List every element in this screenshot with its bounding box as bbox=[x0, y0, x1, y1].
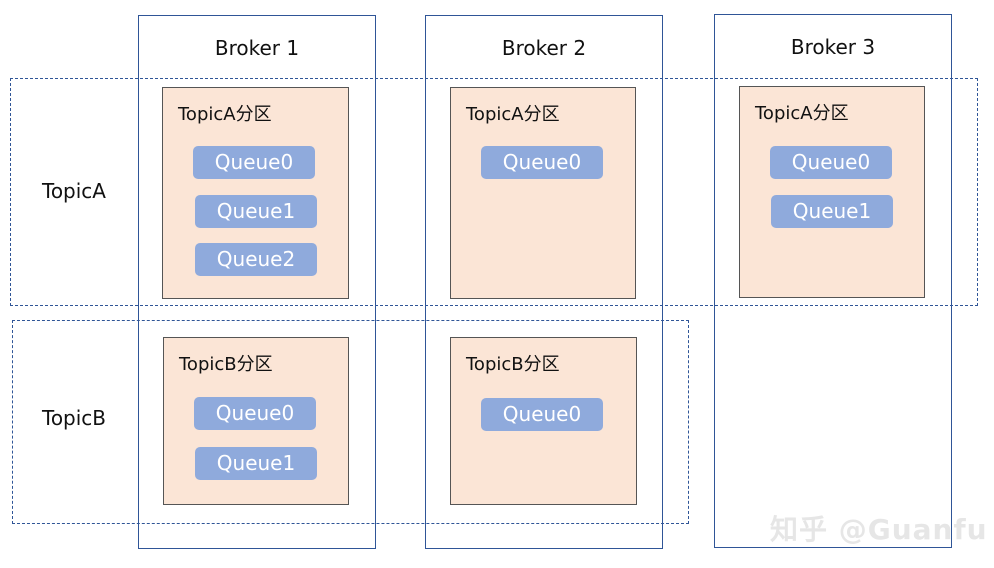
topic-label-topicb: TopicB bbox=[42, 406, 107, 430]
queue-box: Queue0 bbox=[193, 146, 315, 179]
partition-title: TopicB分区 bbox=[179, 354, 273, 375]
partition-title: TopicA分区 bbox=[466, 104, 560, 125]
queue-box: Queue0 bbox=[194, 397, 316, 430]
topic-label-topica: TopicA bbox=[42, 179, 106, 203]
topic-group-topicb bbox=[12, 320, 689, 524]
partition-topica-broker3: TopicA分区 Queue0 Queue1 bbox=[739, 86, 925, 298]
partition-topicb-broker2: TopicB分区 Queue0 bbox=[450, 337, 637, 505]
broker-title: Broker 3 bbox=[790, 35, 876, 59]
broker-1: Broker 1 bbox=[138, 15, 376, 549]
queue-box: Queue0 bbox=[481, 398, 603, 431]
queue-box: Queue1 bbox=[195, 447, 317, 480]
queue-box: Queue1 bbox=[195, 195, 317, 228]
partition-topica-broker2: TopicA分区 Queue0 bbox=[450, 87, 636, 299]
queue-box: Queue0 bbox=[770, 146, 892, 179]
queue-box: Queue2 bbox=[195, 243, 317, 276]
broker-3: Broker 3 bbox=[714, 14, 952, 548]
broker-title: Broker 1 bbox=[214, 36, 300, 60]
topic-group-topica bbox=[10, 78, 978, 306]
broker-title: Broker 2 bbox=[501, 36, 587, 60]
queue-box: Queue0 bbox=[481, 146, 603, 179]
partition-title: TopicA分区 bbox=[178, 104, 272, 125]
partition-title: TopicB分区 bbox=[466, 354, 560, 375]
broker-2: Broker 2 bbox=[425, 15, 663, 549]
partition-topica-broker1: TopicA分区 Queue0 Queue1 Queue2 bbox=[162, 87, 349, 299]
partition-topicb-broker1: TopicB分区 Queue0 Queue1 bbox=[163, 337, 349, 505]
partition-title: TopicA分区 bbox=[755, 103, 849, 124]
queue-box: Queue1 bbox=[771, 195, 893, 228]
watermark: 知乎 @Guanfu bbox=[770, 513, 988, 546]
